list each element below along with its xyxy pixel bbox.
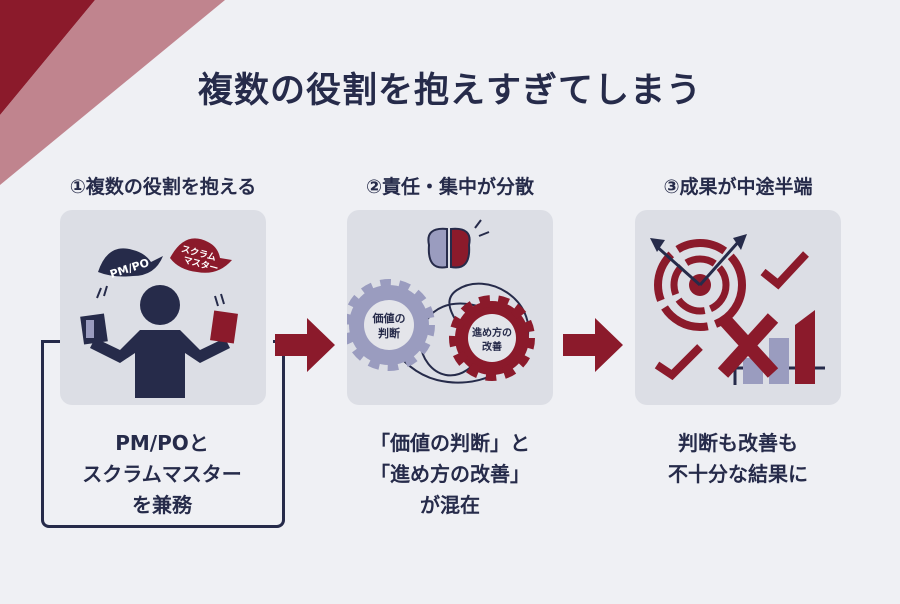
step-3-heading: ③成果が中途半端 xyxy=(663,176,813,198)
step-1-caption: PM/POと スクラムマスター を兼務 xyxy=(22,428,302,521)
caption-line: が混在 xyxy=(420,493,480,517)
step-1-heading: ①複数の役割を抱える xyxy=(69,176,257,198)
caption-line: 判断も改善も xyxy=(678,431,798,455)
caption-line: を兼務 xyxy=(132,493,192,517)
caption-line: スクラムマスター xyxy=(82,462,242,486)
caption-line: 「進め方の改善」 xyxy=(370,462,530,486)
caption-line: 「価値の判断」と xyxy=(370,431,530,455)
svg-text:進め方の: 進め方の xyxy=(472,326,512,339)
caption-line: PM/POと xyxy=(115,431,209,455)
arrow-right-icon xyxy=(275,318,335,372)
svg-text:価値の: 価値の xyxy=(372,311,406,325)
step-3-caption: 判断も改善も 不十分な結果に xyxy=(598,428,878,490)
corner-decoration xyxy=(0,0,225,185)
arrow-right-icon xyxy=(563,318,623,372)
step-2-heading: ②責任・集中が分散 xyxy=(365,176,535,198)
caption-line: 不十分な結果に xyxy=(668,462,808,486)
brain-gears-icon: 価値の 判断 進め方の 改善 xyxy=(343,210,553,405)
juggling-roles-icon: PM/PO スクラム マスター xyxy=(60,210,266,405)
svg-text:判断: 判断 xyxy=(378,326,400,340)
svg-text:改善: 改善 xyxy=(482,340,502,353)
page-title: 複数の役割を抱えすぎてしまう xyxy=(197,71,702,111)
step-2-caption: 「価値の判断」と 「進め方の改善」 が混在 xyxy=(310,428,590,521)
missed-target-icon xyxy=(635,210,841,405)
